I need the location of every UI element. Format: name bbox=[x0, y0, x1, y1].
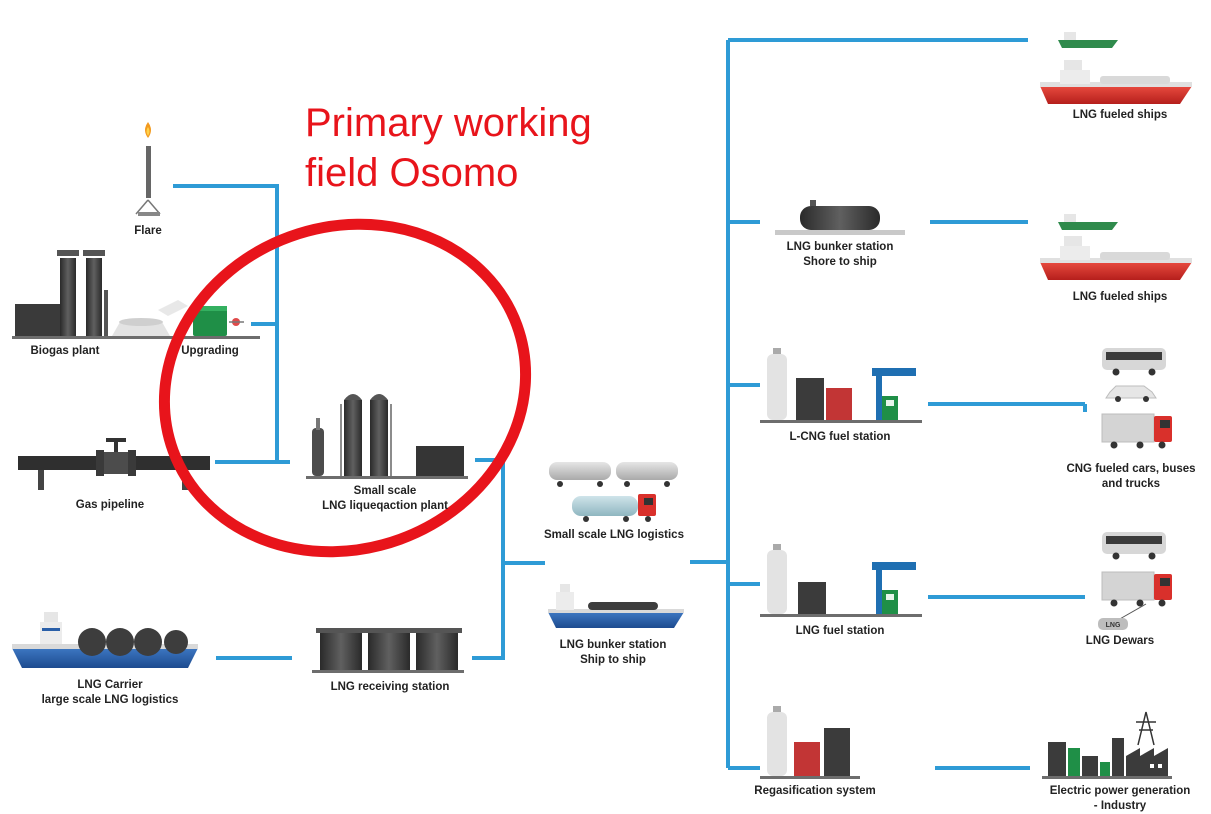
vehicles-icon bbox=[1101, 348, 1172, 449]
ships-icon bbox=[1040, 32, 1192, 104]
annotation-text: Primary working field Osomo bbox=[305, 98, 725, 198]
lng-station-label: LNG fuel station bbox=[795, 625, 885, 637]
dewar-tag-label: LNG bbox=[1106, 622, 1121, 629]
small-scale-logistics-label: Small scale LNG logistics bbox=[544, 529, 684, 541]
fueled-ships-label-1: LNG fueled ships bbox=[1072, 109, 1168, 121]
storage-tanks-icon bbox=[312, 628, 464, 673]
liquefaction-label-line-2: LNG liqueqaction plant bbox=[322, 500, 448, 512]
receiving-station-label: LNG receiving station bbox=[330, 681, 450, 693]
bunker-ship-to-ship-label: LNG bunker station Ship to ship bbox=[538, 638, 688, 668]
power-industry-label-line-2: - Industry bbox=[1093, 800, 1147, 812]
lcng-station-label: L-CNG fuel station bbox=[789, 431, 891, 443]
power-industry-icon bbox=[1042, 711, 1172, 779]
upgrading-unit-icon bbox=[193, 306, 244, 336]
tanker-truck-icon bbox=[549, 462, 678, 522]
regas-system-label: Regasification system bbox=[754, 785, 876, 797]
bunker-vessel-icon bbox=[548, 584, 684, 628]
flare-stack-icon bbox=[135, 122, 161, 216]
lng-carrier-label-line-1: LNG Carrier bbox=[77, 679, 143, 691]
annotation-line-2: field Osomo bbox=[305, 151, 519, 195]
bunker-shore-to-ship-label: LNG bunker station Shore to ship bbox=[765, 240, 915, 270]
cng-vehicles-label-line-1: CNG fueled cars, buses bbox=[1066, 463, 1196, 475]
fuel-station-icon bbox=[760, 544, 922, 617]
liquefaction-label-line-1: Small scale bbox=[353, 485, 417, 497]
lng-carrier-label-line-2: large scale LNG logistics bbox=[41, 694, 179, 706]
pipeline-valve-icon bbox=[18, 438, 210, 490]
cng-vehicles-label: CNG fueled cars, buses and trucks bbox=[1056, 462, 1206, 492]
bunker-sts-label-line-2: Ship to ship bbox=[580, 654, 646, 666]
connector-lines bbox=[173, 38, 1087, 770]
shore-tank-icon bbox=[775, 200, 905, 235]
liquefaction-plant-label: Small scale LNG liqueqaction plant bbox=[295, 484, 475, 514]
power-industry-label-line-1: Electric power generation bbox=[1049, 785, 1191, 797]
highlight-ellipse bbox=[158, 218, 532, 558]
truck-dewar-icon: LNG bbox=[1098, 532, 1172, 630]
biogas-plant-icon bbox=[12, 250, 260, 339]
cng-vehicles-label-line-2: and trucks bbox=[1101, 478, 1161, 490]
gas-pipeline-label: Gas pipeline bbox=[75, 499, 145, 511]
lng-carrier-ship-icon bbox=[12, 612, 198, 668]
biogas-plant-label: Biogas plant bbox=[30, 345, 100, 357]
bunker-shore-label-line-1: LNG bunker station bbox=[786, 241, 894, 253]
power-industry-label: Electric power generation - Industry bbox=[1040, 784, 1200, 814]
liquefaction-plant-icon bbox=[306, 394, 468, 479]
lng-dewars-label: LNG Dewars bbox=[1085, 635, 1155, 647]
upgrading-label: Upgrading bbox=[181, 345, 239, 357]
ships-icon bbox=[1040, 214, 1192, 280]
regas-unit-icon bbox=[760, 706, 860, 779]
bunker-shore-label-line-2: Shore to ship bbox=[803, 256, 877, 268]
flare-label: Flare bbox=[134, 225, 162, 237]
lng-carrier-label: LNG Carrier large scale LNG logistics bbox=[20, 678, 200, 708]
annotation-line-1: Primary working bbox=[305, 101, 592, 145]
fuel-station-icon bbox=[760, 348, 922, 423]
bunker-sts-label-line-1: LNG bunker station bbox=[559, 639, 667, 651]
fueled-ships-label-2: LNG fueled ships bbox=[1072, 291, 1168, 303]
